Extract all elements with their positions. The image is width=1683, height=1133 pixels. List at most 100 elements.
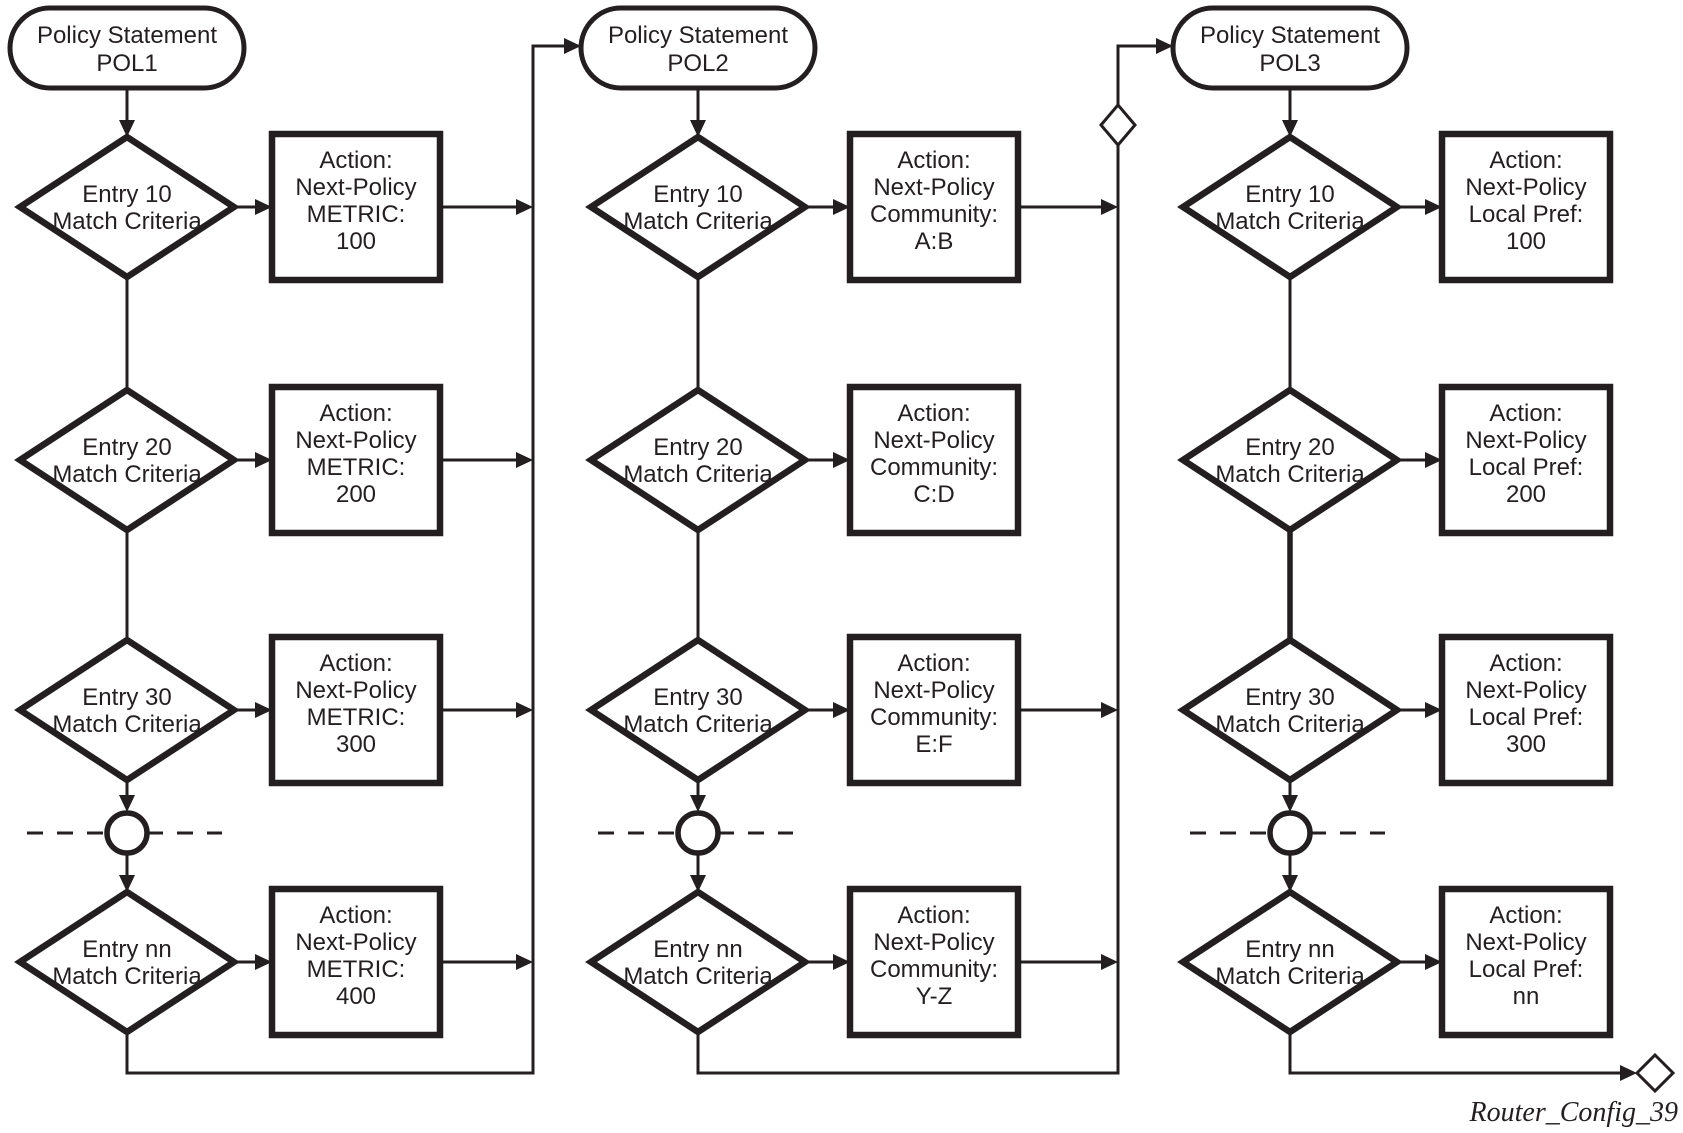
diamond-label: Entry 20 — [82, 434, 171, 461]
diamond-label: Match Criteria — [623, 461, 773, 488]
column-pol1: Policy Statement POL1 Entry 10 Match Cri… — [7, 5, 533, 1039]
arrowhead-rail — [516, 954, 533, 970]
policy-pill-pol2 — [578, 5, 818, 91]
action-box-10 — [268, 130, 444, 284]
action-label: Action: — [319, 400, 392, 427]
routing-lines — [125, 38, 1637, 1081]
action-label: Local Pref: — [1469, 956, 1584, 983]
action-label: 100 — [1506, 228, 1546, 255]
entry-diamond-20 — [14, 386, 240, 534]
entry-diamond-nn — [1177, 888, 1403, 1036]
arrowhead-entrynn — [1282, 875, 1298, 892]
diamond-label: Match Criteria — [52, 208, 202, 235]
diamond-label: Match Criteria — [623, 711, 773, 738]
arrowhead-rail — [1101, 954, 1118, 970]
action-label: Action: — [1489, 902, 1562, 929]
diamond-label: Match Criteria — [52, 461, 202, 488]
action-label: Action: — [897, 400, 970, 427]
diamond-label: Entry nn — [653, 936, 742, 963]
action-label: Next-Policy — [873, 427, 994, 454]
policy-title: Policy Statement — [608, 22, 788, 49]
entry-diamond-nn — [585, 888, 811, 1036]
action-box-nn — [846, 885, 1022, 1039]
diamond-label: Entry 20 — [1245, 434, 1334, 461]
arrowhead-action — [1425, 954, 1442, 970]
offpage-connector-diamond-top — [1099, 102, 1137, 148]
action-label: 100 — [336, 228, 376, 255]
action-box-20 — [846, 383, 1022, 537]
diamond-label: Entry nn — [82, 936, 171, 963]
arrowhead-action — [1425, 452, 1442, 468]
policy-pill-pol1 — [7, 5, 247, 91]
diamond-label: Match Criteria — [1215, 711, 1365, 738]
arrowhead-into-pol2 — [564, 38, 581, 54]
diamond-label: Entry 10 — [82, 181, 171, 208]
action-label: Action: — [319, 650, 392, 677]
action-box-nn — [268, 885, 444, 1039]
diamond-label: Entry 20 — [653, 434, 742, 461]
column-pol3: Policy Statement POL3 Entry 10 Match Cri… — [1170, 5, 1614, 1039]
action-label: Action: — [897, 147, 970, 174]
entry-diamond-20 — [585, 386, 811, 534]
entry-diamond-30 — [1177, 636, 1403, 784]
offpage-connector-diamond-end — [1634, 1052, 1676, 1094]
policy-name: POL3 — [1259, 50, 1320, 77]
policy-name: POL2 — [667, 50, 728, 77]
action-label: Next-Policy — [873, 677, 994, 704]
action-box-nn — [1438, 885, 1614, 1039]
arrowhead-entrynn — [119, 875, 135, 892]
arrowhead-into-pol3 — [1156, 38, 1173, 54]
action-label: Next-Policy — [1465, 929, 1586, 956]
column-pol2: Policy Statement POL2 Entry 10 Match Cri… — [578, 5, 1118, 1039]
action-box-10 — [1438, 130, 1614, 284]
action-label: Action: — [1489, 650, 1562, 677]
diamond-label: Match Criteria — [52, 963, 202, 990]
arrowhead-ellipsis — [690, 795, 706, 812]
action-label: METRIC: — [307, 454, 406, 481]
action-label: nn — [1513, 983, 1540, 1010]
arrowhead-entry10 — [119, 120, 135, 137]
arrowhead-entrynn — [690, 875, 706, 892]
diamond-label: Match Criteria — [623, 963, 773, 990]
arrowhead-rail — [516, 702, 533, 718]
action-label: Y-Z — [916, 983, 952, 1010]
action-label: METRIC: — [307, 704, 406, 731]
diamond-label: Entry 30 — [82, 684, 171, 711]
action-label: E:F — [915, 731, 952, 758]
arrowhead-action — [1425, 199, 1442, 215]
entry-diamond-10 — [585, 133, 811, 281]
action-box-30 — [846, 633, 1022, 787]
action-label: Next-Policy — [295, 427, 416, 454]
action-label: METRIC: — [307, 956, 406, 983]
entry-diamond-nn — [14, 888, 240, 1036]
arrowhead-entry10 — [1282, 120, 1298, 137]
diamond-label: Match Criteria — [52, 711, 202, 738]
arrowhead-ellipsis — [119, 795, 135, 812]
action-label: Action: — [319, 902, 392, 929]
arrowhead-rail — [516, 199, 533, 215]
diamond-label: Entry nn — [1245, 936, 1334, 963]
ellipsis-connector-circle — [104, 810, 150, 856]
rail-pol3-exit — [1288, 1032, 1620, 1075]
diamond-label: Match Criteria — [1215, 208, 1365, 235]
action-label: Local Pref: — [1469, 704, 1584, 731]
action-label: 300 — [1506, 731, 1546, 758]
entry-diamond-10 — [1177, 133, 1403, 281]
arrowhead-ellipsis — [1282, 795, 1298, 812]
diamond-label: Match Criteria — [1215, 963, 1365, 990]
action-label: Action: — [897, 650, 970, 677]
action-label: C:D — [913, 481, 954, 508]
diamond-label: Entry 30 — [653, 684, 742, 711]
action-label: 300 — [336, 731, 376, 758]
action-label: Next-Policy — [873, 929, 994, 956]
arrowhead-action — [833, 954, 850, 970]
action-label: Next-Policy — [873, 174, 994, 201]
entry-diamond-10 — [14, 133, 240, 281]
action-label: 200 — [336, 481, 376, 508]
action-label: Action: — [897, 902, 970, 929]
action-label: Next-Policy — [295, 174, 416, 201]
diamond-label: Entry 10 — [1245, 181, 1334, 208]
action-label: Action: — [1489, 147, 1562, 174]
